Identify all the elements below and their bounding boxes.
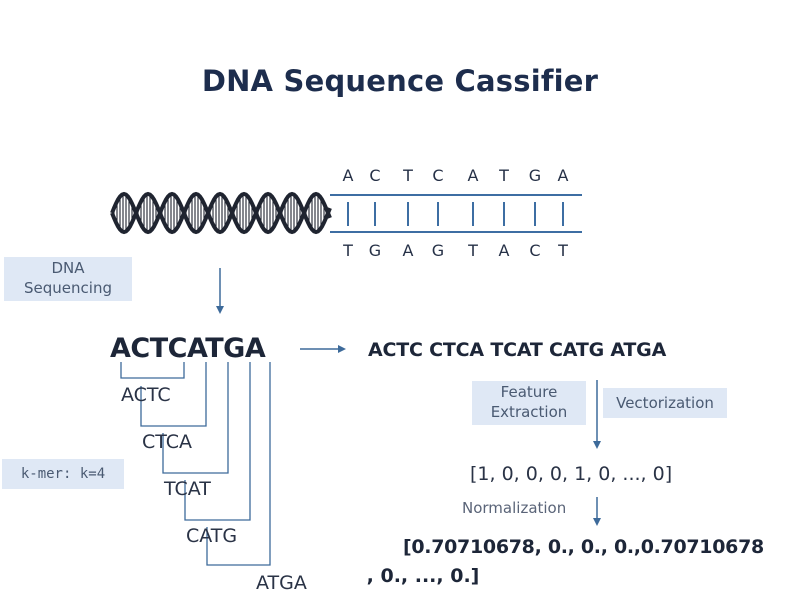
kmer-sequence: ACTC CTCA TCAT CATG ATGA	[368, 339, 667, 361]
strand-bottom-base-3: A	[402, 241, 414, 260]
kmer-item-3: TCAT	[164, 478, 211, 500]
normalized-vector-line-1: [0.70710678, 0., 0., 0.,0.70710678	[403, 536, 764, 558]
kmer-item-2: CTCA	[142, 431, 193, 453]
kmer-bracket-3	[162, 362, 229, 474]
feature-vector: [1, 0, 0, 0, 1, 0, ..., 0]	[470, 463, 673, 485]
strand-top-base-2: C	[369, 166, 381, 185]
strand-top-base-4: C	[432, 166, 444, 185]
kmer-item-1: ACTC	[121, 384, 171, 406]
kmer-brackets	[120, 362, 271, 566]
kmer-item-4: CATG	[186, 525, 238, 547]
strand-top-base-8: A	[557, 166, 569, 185]
strand-bottom-base-1: T	[343, 241, 353, 260]
strand-bottom-base-8: T	[558, 241, 568, 260]
kmer-item-5: ATGA	[256, 572, 307, 594]
strand-rungs	[347, 202, 564, 226]
strand-bottom-base-7: C	[529, 241, 541, 260]
kmer-bracket-5	[206, 362, 271, 566]
kmer-bracket-4	[184, 362, 251, 521]
normalized-vector-line-2: , 0., ..., 0.]	[366, 565, 480, 587]
strand-top-base-7: G	[528, 166, 542, 185]
kmer-bracket-2	[140, 362, 207, 427]
dna-helix-icon	[110, 191, 332, 235]
dna-sequence: ACTCATGA	[110, 333, 266, 364]
kmer-k-label: k-mer: k=4	[2, 459, 124, 489]
strand-top-base-6: T	[499, 166, 509, 185]
strand-bottom-base-2: G	[368, 241, 382, 260]
strand-top-base-5: A	[467, 166, 479, 185]
helix-backbone-1	[110, 191, 332, 235]
strand-top-base-3: T	[403, 166, 413, 185]
helix-backbone-2	[110, 191, 332, 235]
feature-extraction-label: Feature Extraction	[472, 381, 586, 425]
page-title: DNA Sequence Cassifier	[201, 64, 599, 98]
vectorization-label: Vectorization	[603, 388, 727, 418]
strand-bottom-base-5: T	[468, 241, 478, 260]
normalization-label: Normalization	[462, 499, 567, 517]
strand-bottom-base-4: G	[431, 241, 445, 260]
strand-bottom-base-6: A	[498, 241, 510, 260]
dna-sequencing-label: DNA Sequencing	[4, 257, 132, 301]
strand-top-base-1: A	[342, 166, 354, 185]
kmer-bracket-1	[120, 362, 185, 379]
